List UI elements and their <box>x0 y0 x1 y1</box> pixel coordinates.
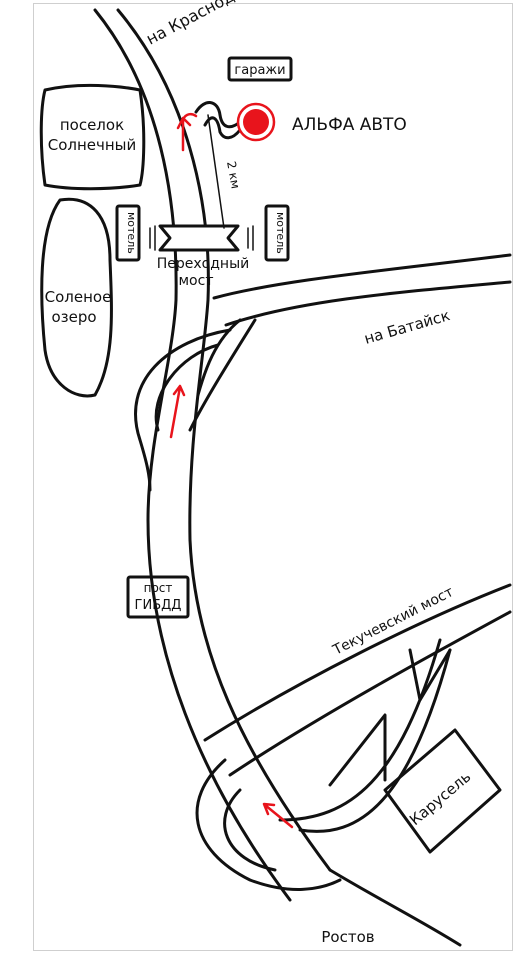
label-lake-line2: озеро <box>51 308 96 326</box>
label-bataysk: на Батайск <box>362 306 452 348</box>
lower-exit <box>328 868 462 947</box>
label-motel-left: мотель <box>125 212 138 254</box>
label-settlement-line1: поселок <box>60 116 124 134</box>
karusel-box <box>383 728 502 854</box>
label-garages: гаражи <box>234 63 285 78</box>
lower-triangle-b <box>408 648 452 702</box>
access-road <box>194 101 242 129</box>
motel-box-right <box>264 204 290 262</box>
gibdd-box <box>126 575 190 619</box>
label-alfa-avto[interactable]: АЛЬФА АВТО <box>292 115 407 135</box>
label-lake-line1: Соленое <box>45 288 112 306</box>
location-marker-dot <box>243 109 269 135</box>
label-motel-right: мотель <box>274 212 287 254</box>
highway-right-edge <box>116 8 332 872</box>
label-krasnodar: на Краснодар <box>143 0 255 49</box>
bridge-hatch-right <box>247 225 254 251</box>
lower-loop-left-inner <box>223 788 277 872</box>
lake-shape <box>40 197 113 398</box>
interchange-loop-inner <box>154 343 220 432</box>
distance-line <box>207 114 225 229</box>
label-gibdd-line1: пост <box>144 581 173 595</box>
label-settlement-line2: Солнечный <box>48 136 137 154</box>
lower-triangle-a <box>328 713 387 787</box>
interchange-ramp <box>188 318 257 432</box>
bataysk-road-lower <box>224 280 512 327</box>
direction-arrow-icon <box>262 802 294 829</box>
lower-ramp-right-inner <box>298 648 452 833</box>
access-road-2 <box>203 116 242 140</box>
pedestrian-bridge <box>158 224 240 252</box>
bridge-hatch-left <box>149 225 156 251</box>
settlement-shape <box>39 83 146 191</box>
interchange-loop-outer <box>134 328 232 492</box>
direction-arrow-icon <box>169 384 186 439</box>
tekuchev-road-lower <box>228 610 512 777</box>
interchange-ramp-2 <box>196 318 242 397</box>
direction-arrow-icon <box>176 113 198 152</box>
map-frame <box>33 3 513 951</box>
label-bridge-line1: Переходный <box>157 256 249 272</box>
garages-box <box>227 56 293 82</box>
label-gibdd-line2: ГИБДД <box>135 598 182 613</box>
lower-ramp-right <box>278 638 442 822</box>
label-bridge-line2: мост <box>179 273 214 289</box>
label-rostov: Ростов <box>321 928 374 946</box>
motel-box-left <box>115 204 141 262</box>
bataysk-road-upper <box>212 253 512 300</box>
tekuchev-road-upper <box>203 583 512 742</box>
label-distance: 2 км <box>224 160 243 190</box>
lower-loop-left <box>195 758 342 891</box>
